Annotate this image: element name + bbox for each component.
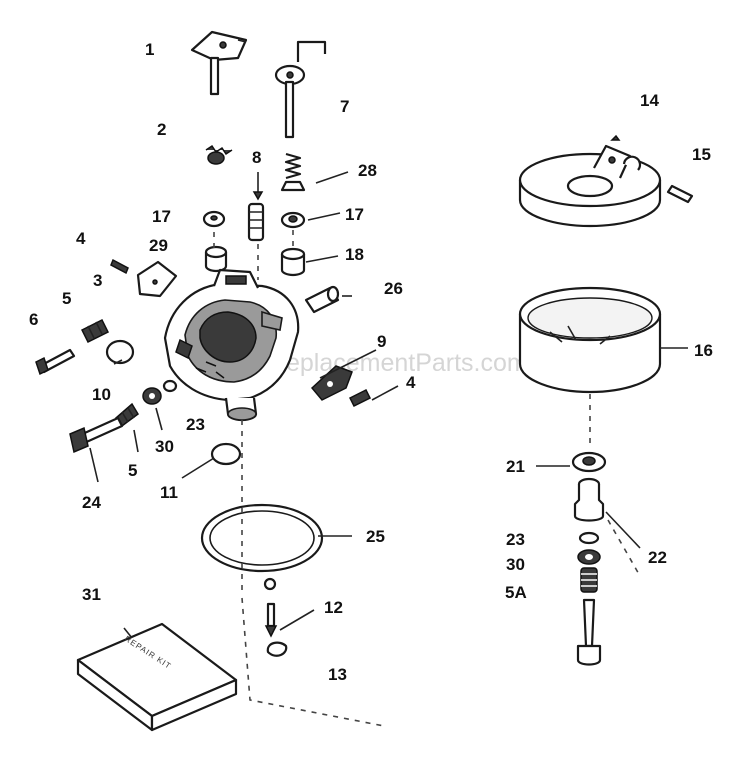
callout-4-left: 4 [76,229,86,248]
part-17-washer-left [202,210,226,228]
callout-23-right: 23 [506,530,525,549]
part-25-bowl-gasket [200,503,324,573]
callout-25: 25 [366,527,385,546]
leader-lines [89,171,688,639]
part-23-oring-left [162,379,178,393]
callout-14: 14 [640,91,659,110]
part-29-bushing [204,245,228,273]
callout-23-left: 23 [186,415,205,434]
part-23-oring-right [578,531,600,545]
part-5a-spring [580,567,598,593]
part-2-spring [205,144,233,165]
callout-13: 13 [328,665,347,684]
callout-4-right: 4 [406,373,416,392]
part-30-washer-left [142,387,162,405]
watermark: eReplacementParts.com [254,349,528,377]
callout-3: 3 [93,271,102,290]
callout-10: 10 [92,385,111,404]
part-26-fitting [304,285,340,314]
part-1-throttle-shaft [190,30,248,96]
callout-15: 15 [692,145,711,164]
part-4-screw-right [348,388,372,408]
callout-17-left: 17 [152,207,171,226]
callout-28: 28 [358,161,377,180]
part-24-mixture-needle [69,416,124,454]
part-31-repair-kit: REPAIR KIT [76,622,238,732]
assembly-lines [213,230,641,727]
callout-11: 11 [160,483,178,502]
part-8-spring [247,202,265,242]
callout-8: 8 [252,148,261,167]
callout-17-right: 17 [345,205,364,224]
part-7-choke-shaft [274,40,327,139]
callout-1: 1 [145,40,154,59]
part-8-leader [252,172,264,201]
part-16-air-filter [518,286,662,394]
callout-21: 21 [506,457,525,476]
part-12-inlet-needle [263,577,278,638]
callout-9: 9 [377,332,386,351]
part-13-clip [266,641,288,657]
callout-12: 12 [324,598,343,617]
callout-5a: 5A [505,583,527,602]
callout-2: 2 [157,120,166,139]
part-14-air-cleaner-cover [518,134,662,228]
callout-6: 6 [29,310,38,329]
part-17-washer-right [280,211,306,229]
part-30-washer-right [577,549,601,565]
callout-26: 26 [384,279,403,298]
callout-18: 18 [345,245,364,264]
part-21-nut [571,451,607,473]
part-11-seal [210,442,242,466]
callout-22: 22 [648,548,667,567]
part-4-screw-left [110,258,129,275]
callout-labels: 1 2 3 4 4 5 5 5A 6 7 8 9 10 11 12 13 14 … [29,40,713,684]
callout-5-upper: 5 [62,289,71,308]
part-10-gasket [105,339,135,365]
callout-30-left: 30 [155,437,174,456]
carburetor-body [163,268,300,422]
part-main-jet-needle [576,598,602,666]
callout-16: 16 [694,341,713,360]
part-18-bushing [280,247,306,277]
part-22-jet [573,477,605,522]
part-6-idle-screw [35,348,76,376]
part-9-choke-plate [310,365,353,401]
callout-31: 31 [82,585,101,604]
part-3-throttle-plate [136,260,178,298]
callout-5-lower: 5 [128,461,137,480]
callout-24: 24 [82,493,101,512]
part-28-spring [280,152,306,192]
part-5-spring-left [80,318,110,344]
callout-30-right: 30 [506,555,525,574]
callout-7: 7 [340,97,349,116]
part-15-pin [666,184,694,204]
callout-29: 29 [149,236,168,255]
